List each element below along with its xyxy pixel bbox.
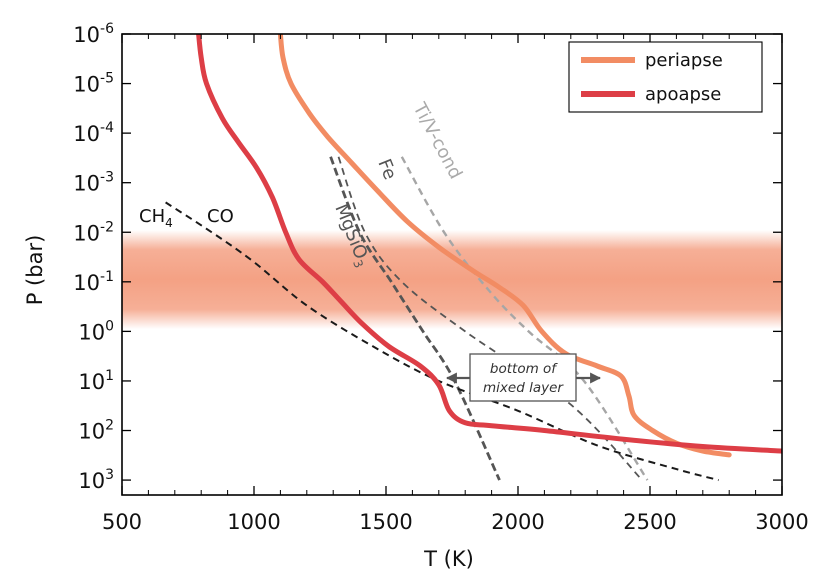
callout-line2: mixed layer	[483, 380, 564, 396]
legend: periapse apoapse	[568, 41, 763, 113]
x-axis-label: T (K)	[423, 547, 474, 571]
y-tick-label: 100	[78, 318, 114, 344]
condensation-curve-1	[329, 156, 501, 481]
label-tiv-cond: Ti/V-cond	[408, 99, 466, 183]
x-tick-label: 500	[102, 510, 142, 534]
y-tick-label: 101	[78, 368, 114, 394]
x-tick-label: 3000	[755, 510, 808, 534]
condensation-curve-0	[337, 156, 643, 481]
legend-label-apoapse: apoapse	[645, 84, 721, 105]
label-ch4: CH4	[139, 206, 173, 230]
condensation-curve-3	[165, 201, 719, 482]
label-co: CO	[207, 206, 234, 227]
series-line-periapse	[277, 34, 732, 458]
condensation-curve-2	[400, 156, 649, 481]
mixed-layer-callout: bottom of mixed layer	[445, 353, 602, 402]
legend-label-periapse: periapse	[645, 50, 723, 71]
label-fe: Fe	[373, 156, 400, 183]
y-tick-label: 102	[78, 418, 114, 444]
mixed-layer-band	[122, 229, 782, 330]
plot-frame	[121, 33, 783, 496]
y-tick-label: 10-3	[73, 170, 114, 196]
series-line-apoapse	[196, 34, 782, 454]
callout-line1: bottom of	[490, 361, 558, 377]
x-tick-label: 2500	[623, 510, 676, 534]
y-tick-label: 103	[78, 467, 114, 493]
condensation-curves	[165, 156, 719, 482]
y-tick-label: 10-6	[73, 21, 114, 47]
label-ch4-sub: 4	[165, 216, 173, 230]
callout-box	[469, 353, 577, 402]
x-tick-label: 1000	[227, 510, 280, 534]
band-rect	[122, 229, 782, 330]
x-tick-label: 1500	[359, 510, 412, 534]
axis-ticks: 500 1000 1500 2000 2500 3000 10-6 10-5 10-4 10-3 1…	[73, 21, 808, 534]
x-tick-label: 2000	[491, 510, 544, 534]
y-axis-label: P (bar)	[23, 235, 47, 306]
y-tick-label: 10-5	[73, 71, 114, 97]
y-tick-label: 10-4	[73, 120, 114, 146]
y-tick-label: 10-2	[73, 219, 114, 245]
profile-series	[196, 34, 782, 458]
y-tick-label: 10-1	[73, 269, 114, 295]
legend-box	[568, 41, 763, 113]
